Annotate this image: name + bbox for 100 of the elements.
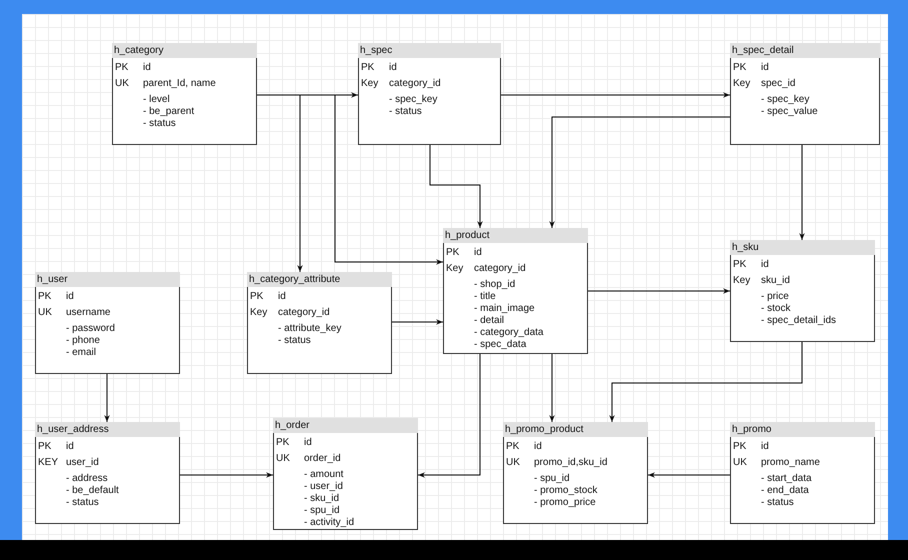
table-box (35, 422, 180, 524)
key-type: Key (250, 307, 268, 319)
column-name: - status (761, 497, 794, 509)
column-name: id (474, 247, 482, 259)
column-name: - email (66, 347, 96, 359)
column-name: - promo_stock (534, 485, 598, 497)
column-name: - address (66, 473, 108, 485)
table-name: h_user (35, 272, 180, 287)
column-name: - activity_id (304, 517, 354, 529)
column-name: - status (278, 335, 311, 347)
column-name: promo_id,sku_id (534, 457, 608, 469)
key-type: PK (276, 437, 290, 449)
arrow (392, 319, 444, 325)
column-name: - user_id (304, 481, 343, 493)
key-type: PK (733, 259, 746, 271)
key-type: UK (276, 453, 290, 465)
key-type: UK (38, 307, 52, 319)
arrow (500, 92, 730, 98)
column-name: - promo_price (534, 497, 596, 509)
key-type: PK (250, 291, 264, 303)
arrow (609, 342, 802, 422)
column-name: - shop_id (474, 279, 516, 291)
table-box (35, 272, 180, 374)
column-name: id (143, 62, 151, 74)
table-name: h_order (273, 418, 418, 433)
table-name: h_category (112, 43, 257, 58)
table-box (730, 240, 875, 342)
table-name: h_spec (358, 43, 501, 58)
table-box (443, 228, 588, 354)
table-box (273, 418, 418, 530)
key-type: PK (38, 441, 52, 453)
column-name: - amount (304, 469, 344, 481)
column-name: id (534, 441, 542, 453)
key-type: Key (446, 263, 464, 275)
key-type: PK (733, 441, 746, 453)
column-name: category_id (278, 307, 330, 319)
column-name: category_id (474, 263, 526, 275)
key-type: Key (733, 275, 750, 287)
column-name: - level (143, 94, 170, 106)
column-name: - spec_data (474, 339, 526, 351)
table-box (503, 422, 648, 524)
key-type: PK (115, 62, 128, 74)
arrow (104, 374, 110, 422)
column-name: - status (143, 118, 176, 130)
column-name: order_id (304, 453, 341, 465)
column-name: id (761, 259, 769, 271)
arrow (799, 144, 805, 240)
column-name: - phone (66, 335, 100, 347)
table-box (730, 422, 875, 524)
column-name: parent_Id, name (143, 78, 216, 90)
arrow (180, 472, 274, 478)
column-name: - spu_id (304, 505, 340, 517)
column-name: - stock (761, 303, 790, 315)
column-name: - be_default (66, 485, 119, 497)
column-name: spec_id (761, 78, 796, 90)
column-name: - detail (474, 315, 504, 327)
column-name: - main_image (474, 303, 535, 315)
arrow (549, 354, 555, 422)
table-name: h_product (443, 228, 588, 243)
table-box (247, 272, 392, 374)
table-name: h_promo_product (503, 422, 648, 437)
arrow (430, 144, 483, 228)
column-name: - be_parent (143, 106, 194, 118)
column-name: - spec_value (761, 106, 818, 118)
column-name: - status (389, 106, 422, 118)
key-type: PK (361, 62, 374, 74)
table-name: h_promo (730, 422, 875, 437)
column-name: id (761, 441, 769, 453)
arrow (418, 354, 480, 478)
key-type: PK (446, 247, 460, 259)
column-name: category_id (389, 78, 441, 90)
column-name: - spec_detail_ids (761, 315, 836, 327)
column-name: - category_data (474, 327, 544, 339)
column-name: - spu_id (534, 473, 570, 485)
key-type: PK (733, 62, 746, 74)
column-name: username (66, 307, 110, 319)
column-name: - title (474, 291, 496, 303)
key-type: PK (506, 441, 520, 453)
column-name: sku_id (761, 275, 790, 287)
arrow (549, 116, 730, 228)
column-name: user_id (66, 457, 99, 469)
arrow (648, 472, 730, 478)
key-type: PK (38, 291, 52, 303)
column-name: - attribute_key (278, 323, 342, 335)
column-name: - sku_id (304, 493, 340, 505)
key-type: KEY (38, 457, 58, 469)
column-name: - status (66, 497, 99, 509)
column-name: - spec_key (389, 94, 438, 106)
column-name: - start_data (761, 473, 812, 485)
table-name: h_category_attribute (247, 272, 392, 287)
column-name: id (66, 291, 74, 303)
column-name: id (304, 437, 312, 449)
key-type: Key (733, 78, 750, 90)
key-type: Key (361, 78, 378, 90)
table-box (358, 43, 501, 145)
column-name: - price (761, 291, 789, 303)
column-name: - password (66, 323, 115, 335)
table-box (730, 43, 880, 145)
key-type: UK (506, 457, 520, 469)
table-box (112, 43, 257, 145)
